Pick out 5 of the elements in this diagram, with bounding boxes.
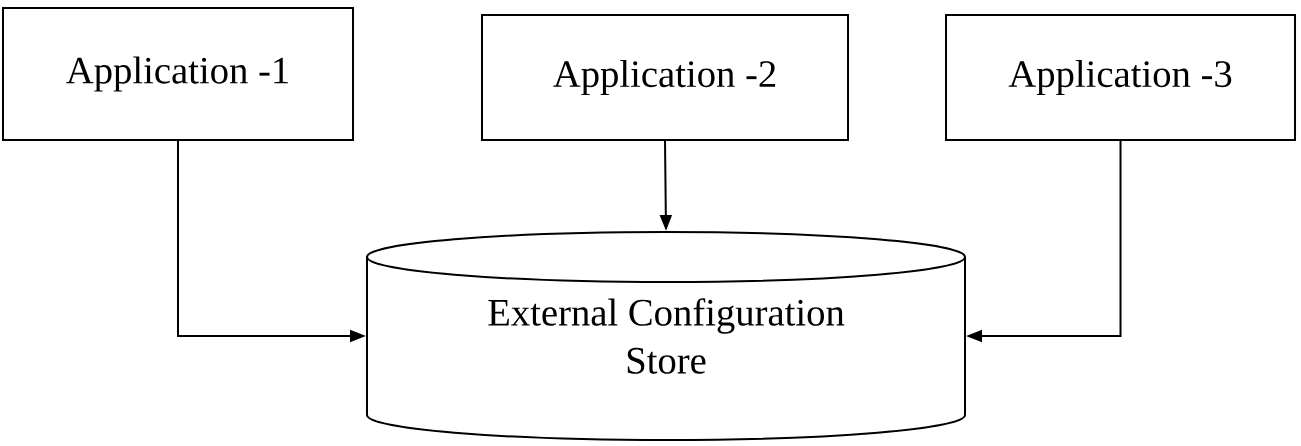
process-box: Application -2 (481, 14, 849, 141)
process-box: Application -3 (945, 14, 1296, 141)
database-cylinder: External Configuration Store (366, 231, 966, 441)
node-label: External Configuration Store (488, 298, 845, 374)
process-box: Application -1 (2, 7, 354, 141)
